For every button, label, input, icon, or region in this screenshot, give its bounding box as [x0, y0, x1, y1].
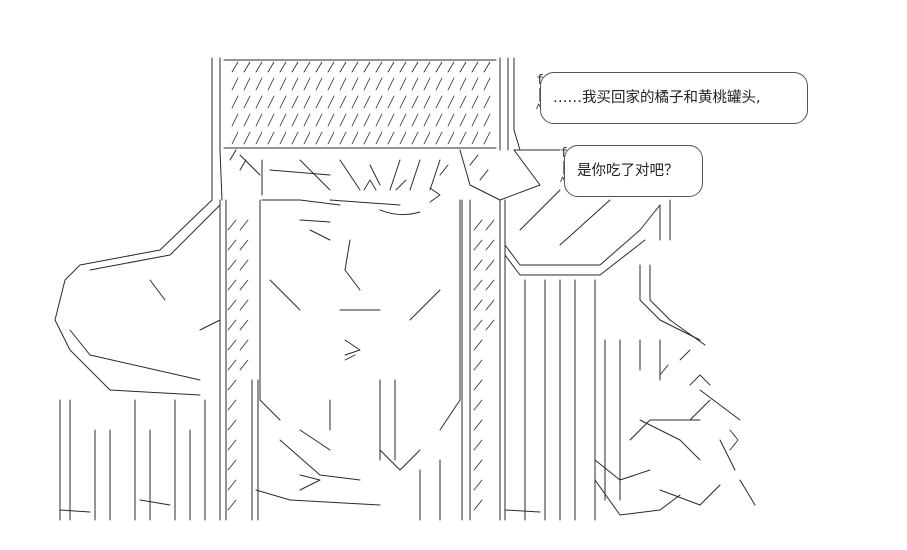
right-column [461, 199, 541, 521]
right-hatching [473, 219, 495, 511]
right-lower-lines [524, 279, 756, 521]
bubble-1-tail: f|ﾍ [536, 74, 544, 116]
left-arm [54, 199, 221, 396]
bubble-2-tail: f|ﾍ [560, 147, 568, 189]
hat-block [211, 57, 521, 151]
face [259, 199, 461, 431]
body-hatching [227, 219, 249, 511]
left-lower-lines [59, 399, 206, 521]
hat-hatching [231, 61, 491, 145]
speech-bubble-2: 是你吃了对吧？ [564, 145, 703, 197]
speech-bubble-1: ……我买回家的橘子和黄桃罐头, [540, 72, 808, 124]
ascii-fragments [344, 179, 739, 451]
right-arm [504, 189, 706, 346]
speech-bubble-1-text: ……我买回家的橘子和黄桃罐头, [553, 90, 761, 106]
hair-head [211, 149, 561, 201]
speech-bubble-2-text: 是你吃了对吧？ [577, 163, 679, 179]
body-center [219, 199, 441, 521]
